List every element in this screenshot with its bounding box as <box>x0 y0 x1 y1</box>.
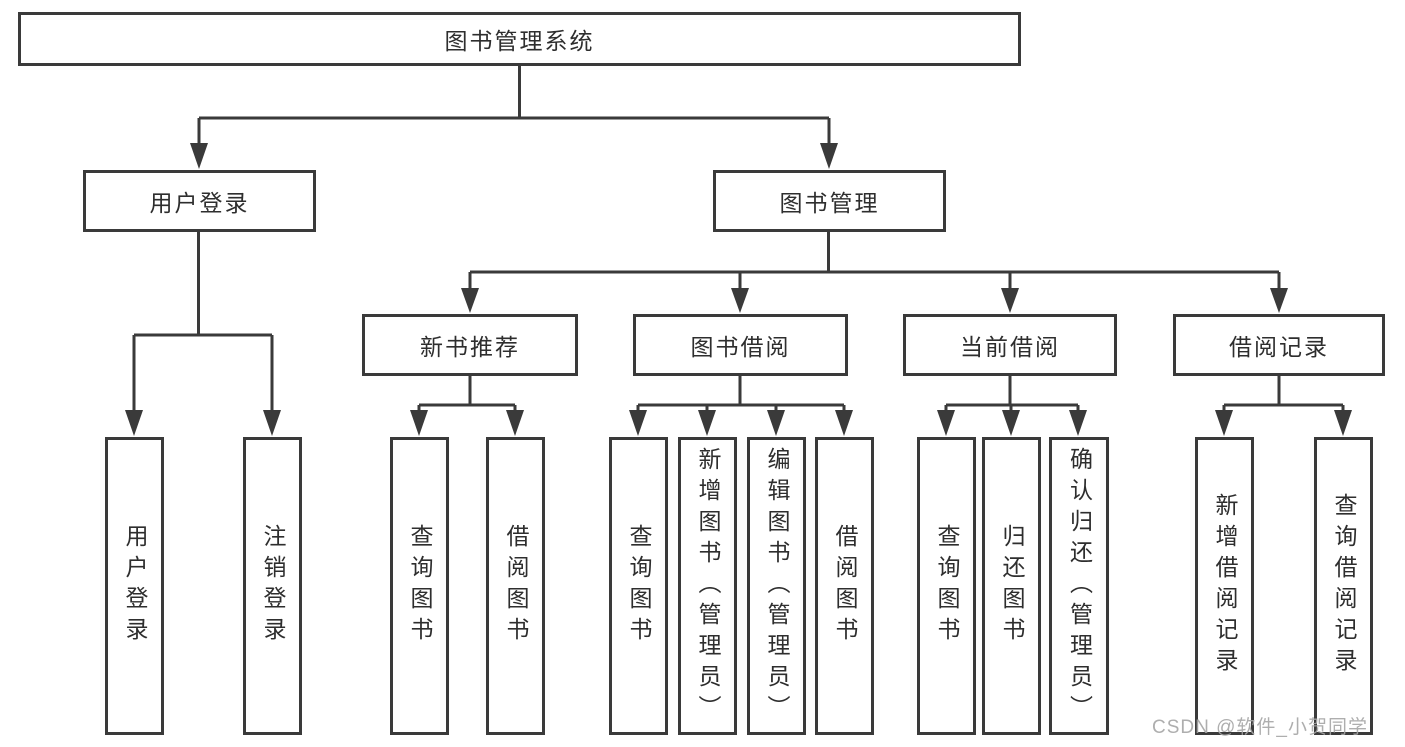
csdn-watermark: CSDN @软件_小贺同学 <box>1152 717 1368 738</box>
leaf-add-book-admin: 新增图书（管理员） <box>678 437 737 735</box>
leaf-query-books-borrowing: 查询图书 <box>609 437 668 735</box>
leaf-query-books-recommend: 查询图书 <box>390 437 449 735</box>
node-current-borrowing: 当前借阅 <box>903 314 1117 376</box>
leaf-query-borrow-record: 查询借阅记录 <box>1314 437 1373 735</box>
leaf-borrow-books-borrowing: 借阅图书 <box>815 437 874 735</box>
leaf-add-borrow-record: 新增借阅记录 <box>1195 437 1254 735</box>
node-new-book-recommend: 新书推荐 <box>362 314 578 376</box>
node-library-management-system: 图书管理系统 <box>18 12 1021 66</box>
leaf-query-books-current: 查询图书 <box>917 437 976 735</box>
node-borrow-records: 借阅记录 <box>1173 314 1385 376</box>
leaf-confirm-return-admin: 确认归还（管理员） <box>1049 437 1109 735</box>
connector-new-book-recommend-to-leaves <box>410 376 524 436</box>
node-user-login: 用户登录 <box>83 170 316 232</box>
leaf-user-login: 用户登录 <box>105 437 164 735</box>
leaf-logout: 注销登录 <box>243 437 302 735</box>
leaf-edit-book-admin: 编辑图书（管理员） <box>747 437 806 735</box>
node-book-management: 图书管理 <box>713 170 946 232</box>
leaf-return-books: 归还图书 <box>982 437 1041 735</box>
connector-book-management-to-sections <box>461 232 1288 313</box>
connector-user-login-to-leaves <box>125 232 281 436</box>
node-book-borrowing: 图书借阅 <box>633 314 848 376</box>
connector-current-borrowing-to-leaves <box>937 376 1087 436</box>
connector-borrow-records-to-leaves <box>1215 376 1352 436</box>
connector-book-borrowing-to-leaves <box>629 376 853 436</box>
leaf-borrow-books-recommend: 借阅图书 <box>486 437 545 735</box>
connector-root-to-branches <box>190 66 838 169</box>
